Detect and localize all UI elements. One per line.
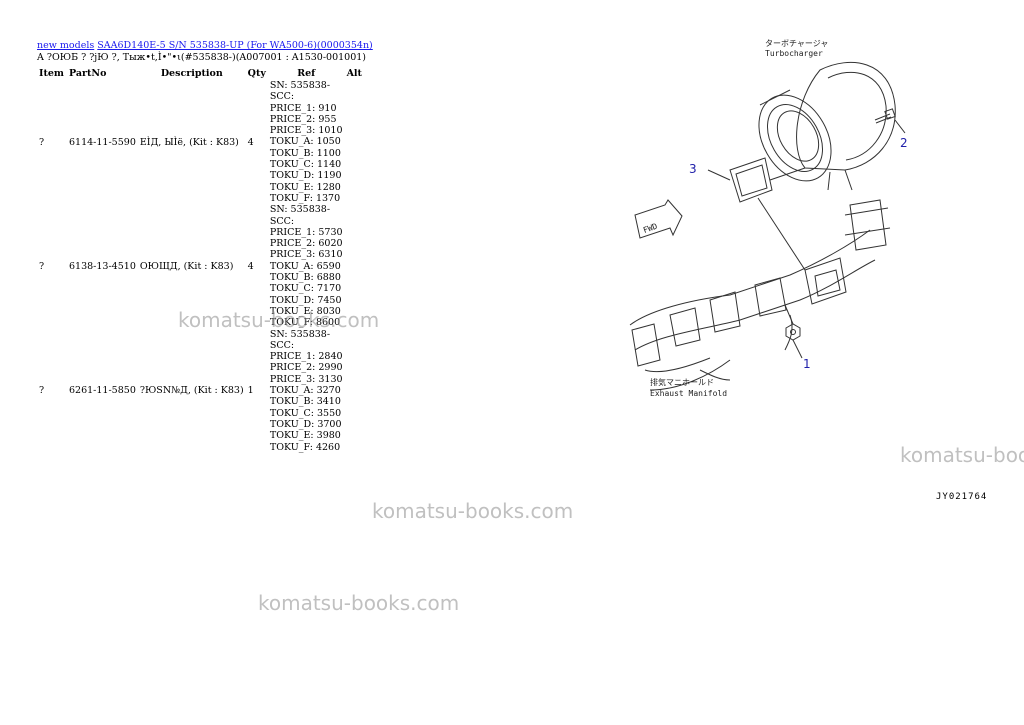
ref-line: TOKU_F: 4260 (269, 441, 341, 453)
turbocharger-drawing (758, 62, 896, 191)
group-title: A ?ОЮБ ? ?jЮ ?, Тыж•t,Ì•"•ι(#535838-)(A0… (37, 52, 367, 63)
cell-item: ? (39, 136, 45, 148)
table-row: ? 6114-11-5590 EÌД, ЫÌë, (Kit : K83) 4 S… (37, 80, 364, 204)
callout-3: 3 (689, 162, 697, 176)
ref-line: TOKU_F: 8600 (269, 317, 341, 329)
table-header-row: Item PartNo Description Qty Ref Alt (37, 66, 364, 80)
ref-line: SN: 535838- (269, 328, 331, 340)
fwd-arrow-icon (634, 199, 683, 239)
breadcrumb-link-model[interactable]: SAA6D140E-5 S/N 535838-UP (For WA500-6)(… (97, 40, 373, 51)
nut-part-1 (784, 304, 803, 359)
watermark: komatsu-books.com (900, 443, 1024, 467)
ref-line: TOKU_E: 3980 (269, 430, 341, 442)
parts-table: Item PartNo Description Qty Ref Alt ? 61… (37, 66, 364, 453)
ref-line: TOKU_A: 6590 (269, 260, 341, 272)
header-item: Item (39, 67, 64, 79)
watermark: komatsu-books.com (258, 591, 460, 615)
ref-line: TOKU_A: 3270 (269, 385, 341, 397)
drawing-code: JY021764 (936, 492, 988, 502)
ref-line: TOKU_B: 6880 (269, 272, 341, 284)
cell-partno: 6261-11-5850 (69, 385, 136, 397)
cell-ref: SN: 535838- SCC: PRICE_1: 5730 PRICE_2: … (268, 204, 345, 328)
header-qty: Qty (247, 67, 266, 79)
cell-alt (345, 80, 364, 204)
callout-1: 1 (803, 357, 811, 371)
gasket-part-3 (707, 157, 806, 271)
cell-qty: 1 (247, 385, 254, 397)
breadcrumb: new models SAA6D140E-5 S/N 535838-UP (Fo… (37, 40, 373, 51)
header-description: Description (160, 67, 223, 79)
ref-line: SN: 535838- (269, 80, 331, 91)
cell-ref: SN: 535838- SCC: PRICE_1: 2840 PRICE_2: … (268, 329, 345, 453)
ref-line: SCC: (269, 91, 295, 103)
turbocharger-label-en: Turbocharger (765, 49, 823, 58)
cell-item: ? (39, 385, 45, 397)
cell-description: EÌД, ЫÌë, (Kit : K83) (139, 136, 239, 148)
ref-line: PRICE_2: 955 (269, 113, 337, 125)
ref-line: SCC: (269, 215, 295, 227)
manifold-label-en: Exhaust Manifold (650, 389, 727, 398)
cell-qty: 4 (247, 260, 254, 272)
cell-alt (345, 329, 364, 453)
ref-line: TOKU_E: 8030 (269, 305, 341, 317)
header-partno: PartNo (69, 67, 107, 79)
header-alt: Alt (346, 67, 362, 79)
ref-line: TOKU_F: 1370 (269, 192, 341, 204)
ref-line: PRICE_1: 910 (269, 102, 337, 114)
manifold-label-jp: 排気マニホールド (650, 377, 714, 387)
table-row: ? 6138-13-4510 ОЮЩД, (Kit : K83) 4 SN: 5… (37, 204, 364, 328)
ref-line: TOKU_B: 1100 (269, 147, 341, 159)
ref-line: PRICE_1: 5730 (269, 226, 343, 238)
ref-line: TOKU_E: 1280 (269, 181, 341, 193)
ref-line: TOKU_D: 3700 (269, 418, 342, 430)
ref-line: TOKU_B: 3410 (269, 396, 341, 408)
ref-line: TOKU_D: 7450 (269, 294, 342, 306)
ref-line: TOKU_C: 3550 (269, 407, 342, 419)
cell-description: ?ЮSN№Д, (Kit : K83) (139, 385, 244, 397)
parts-diagram: 2 3 1 ターボチャージャ Turbocharger 排気マニホールド Exh… (629, 39, 908, 398)
ref-line: TOKU_D: 1190 (269, 170, 342, 182)
ref-line: TOKU_A: 1050 (269, 136, 341, 148)
cell-partno: 6138-13-4510 (69, 260, 136, 272)
ref-line: TOKU_C: 7170 (269, 283, 342, 295)
turbocharger-label-jp: ターボチャージャ (765, 39, 828, 48)
bolt-part-2 (874, 108, 906, 134)
exhaust-manifold-drawing (629, 199, 891, 391)
cell-description: ОЮЩД, (Kit : K83) (139, 260, 234, 272)
ref-line: PRICE_2: 2990 (269, 362, 343, 374)
cell-item: ? (39, 260, 45, 272)
breadcrumb-link-new-models[interactable]: new models (37, 40, 95, 51)
ref-line: TOKU_C: 1140 (269, 159, 342, 171)
callout-2: 2 (900, 136, 908, 150)
ref-line: PRICE_3: 3130 (269, 373, 343, 385)
ref-line: SCC: (269, 339, 295, 351)
header-ref: Ref (297, 67, 316, 79)
ref-line: PRICE_2: 6020 (269, 238, 343, 250)
cell-alt (345, 204, 364, 328)
ref-line: SN: 535838- (269, 204, 331, 216)
watermark: komatsu-books.com (372, 499, 574, 523)
cell-partno: 6114-11-5590 (69, 136, 136, 148)
cell-qty: 4 (247, 136, 254, 148)
ref-line: PRICE_3: 1010 (269, 125, 343, 137)
ref-line: PRICE_1: 2840 (269, 351, 343, 363)
cell-ref: SN: 535838- SCC: PRICE_1: 910 PRICE_2: 9… (268, 80, 345, 204)
table-row: ? 6261-11-5850 ?ЮSN№Д, (Kit : K83) 1 SN:… (37, 329, 364, 453)
ref-line: PRICE_3: 6310 (269, 249, 343, 261)
